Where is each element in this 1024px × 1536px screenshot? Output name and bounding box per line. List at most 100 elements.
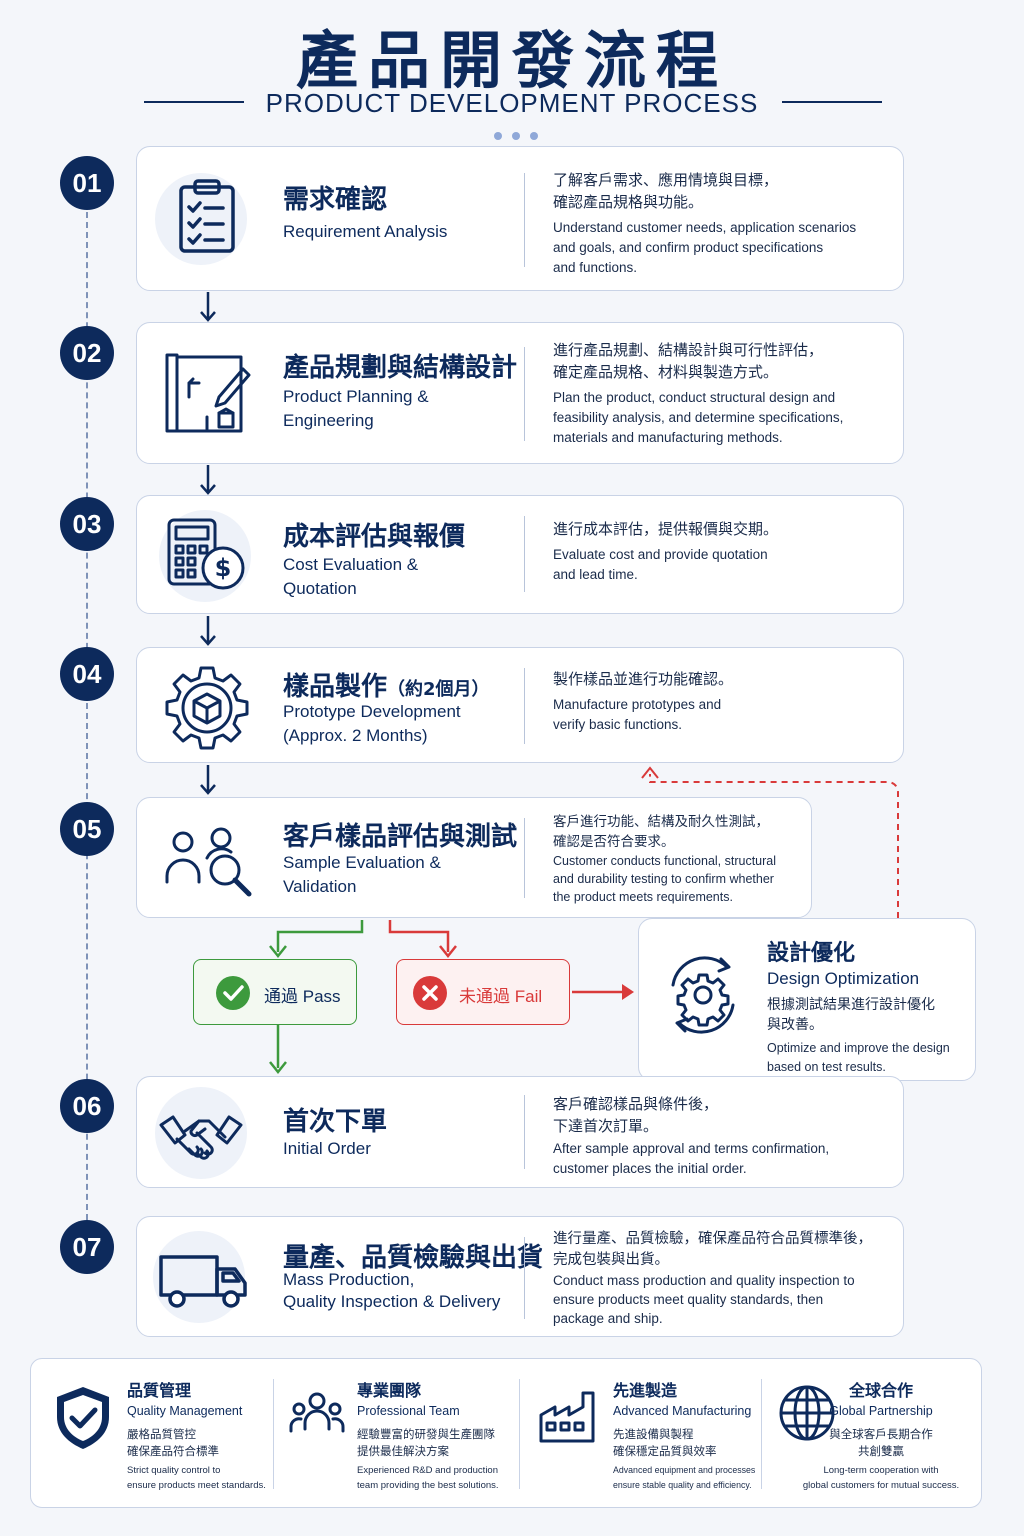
step-card-05: 客戶樣品評估與測試 Sample Evaluation & Validation… <box>136 797 812 918</box>
step-card-03: $ 成本評估與報價 Cost Evaluation & Quotation 進行… <box>136 495 904 614</box>
step-number-04: 04 <box>60 647 114 701</box>
step-number-07: 07 <box>60 1220 114 1274</box>
optimization-desc-cn: 根據測試結果進行設計優化 <box>767 997 935 1013</box>
feature-title-en: Quality Management <box>127 1404 243 1418</box>
step-title-cn: 首次下單 <box>283 1107 388 1137</box>
step-desc-en: verify basic functions. <box>553 717 683 732</box>
step-desc-cn: 客戶確認樣品與條件後， <box>553 1095 719 1113</box>
feature-desc-cn: 與全球客戶長期合作 <box>829 1427 933 1441</box>
step-title-cn: 量產、品質檢驗與出貨 <box>283 1243 544 1273</box>
feature-desc-en: Experienced R&D and production <box>357 1465 499 1476</box>
fail-label-cn: 未通過 <box>459 987 510 1006</box>
step-divider <box>524 173 525 267</box>
step-desc-cn: 客戶進行功能、結構及耐久性測試， <box>553 814 769 830</box>
pass-label-cn: 通過 <box>264 987 298 1006</box>
feature-desc-cn: 先進設備與製程 <box>613 1427 694 1441</box>
step-desc-cn: 進行產品規劃、結構設計與可行性評估， <box>553 341 824 359</box>
pass-label-en: Pass <box>302 987 341 1006</box>
step-desc-en: and lead time. <box>553 567 638 582</box>
feature-title-cn: 品質管理 <box>127 1381 192 1400</box>
feature-desc-cn: 確保穩定品質與效率 <box>613 1444 717 1458</box>
step-number-05: 05 <box>60 802 114 856</box>
optimization-desc-cn: 與改善。 <box>767 1017 823 1033</box>
flow-arrow-down <box>200 616 216 646</box>
step-desc-en: customer places the initial order. <box>553 1161 747 1176</box>
subtitle-rule-right <box>782 101 882 103</box>
step-title-en: (Approx. 2 Months) <box>283 726 428 745</box>
step-desc-en: Conduct mass production and quality insp… <box>553 1273 855 1288</box>
optimization-title-en: Design Optimization <box>767 969 920 988</box>
step-desc-en: ensure products meet quality standards, … <box>553 1292 824 1307</box>
feature-separator <box>519 1379 520 1489</box>
fail-label-en: Fail <box>514 987 543 1006</box>
optimization-desc-en: based on test results. <box>767 1060 886 1074</box>
step-title-cn-note: （約2個月） <box>387 679 490 700</box>
feature-desc-cn: 嚴格品質管控 <box>127 1427 196 1441</box>
step-desc-en: and durability testing to confirm whethe… <box>553 872 774 886</box>
step-desc-en: feasibility analysis, and determine spec… <box>553 410 844 425</box>
page-title: 產品開發流程 <box>295 24 728 97</box>
feature-desc-en: ensure products meet standards. <box>127 1480 266 1491</box>
step-desc-en: package and ship. <box>553 1311 663 1326</box>
timeline-line <box>86 212 88 1240</box>
step-title-cn: 需求確認 <box>283 185 388 215</box>
step-card-02: 產品規劃與結構設計 Product Planning & Engineering… <box>136 322 904 464</box>
factory-icon <box>537 1385 599 1445</box>
feature-desc-cn: 經驗豐富的研發與生產團隊 <box>357 1427 495 1441</box>
decorative-dots <box>494 125 550 140</box>
step-title-cn: 產品規劃與結構設計 <box>283 353 518 383</box>
feature-desc-en: team providing the best solutions. <box>357 1480 499 1491</box>
feature-desc-en: Long-term cooperation with <box>823 1465 939 1476</box>
step-card-06: 首次下單 Initial Order 客戶確認樣品與條件後， 下達首次訂單。 A… <box>136 1076 904 1188</box>
fail-box: 未通過 Fail <box>396 959 570 1025</box>
subtitle-rule-left <box>144 101 244 103</box>
feature-title-cn: 全球合作 <box>848 1381 913 1400</box>
step-desc-cn: 確認是否符合要求。 <box>553 834 675 850</box>
x-circle-icon <box>413 976 447 1010</box>
feature-separator <box>761 1379 762 1489</box>
step-card-01: 需求確認 Requirement Analysis 了解客戶需求、應用情境與目標… <box>136 146 904 291</box>
feature-separator <box>273 1379 274 1489</box>
step-title-cn: 樣品製作（約2個月） <box>283 666 490 703</box>
page-subtitle: PRODUCT DEVELOPMENT PROCESS <box>265 88 759 118</box>
step-desc-en: Evaluate cost and provide quotation <box>553 547 768 562</box>
calculator-dollar-icon: $ <box>159 510 251 602</box>
svg-text:$: $ <box>215 554 232 582</box>
gear-cube-icon <box>161 662 253 754</box>
features-panel: 品質管理 Quality Management 嚴格品質管控 確保產品符合標準 … <box>30 1358 982 1508</box>
step-desc-cn: 了解客戶需求、應用情境與目標， <box>553 171 779 189</box>
people-magnifier-icon <box>163 812 255 904</box>
feature-desc-en: ensure stable quality and efficiency. <box>613 1480 752 1490</box>
step-number-03: 03 <box>60 497 114 551</box>
step-desc-cn: 進行成本評估，提供報價與交期。 <box>553 520 779 538</box>
feature-desc-en: global customers for mutual success. <box>802 1480 960 1491</box>
step-title-cn: 客戶樣品評估與測試 <box>283 822 518 852</box>
feature-title-cn: 專業團隊 <box>357 1381 422 1400</box>
step-desc-en: Understand customer needs, application s… <box>553 220 857 235</box>
feature-desc-cn: 提供最佳解決方案 <box>357 1444 449 1458</box>
step-desc-en: After sample approval and terms confirma… <box>553 1141 830 1156</box>
feature-title-cn: 先進製造 <box>613 1381 678 1400</box>
step-desc-en: Manufacture prototypes and <box>553 697 722 712</box>
step-divider <box>524 668 525 744</box>
step-desc-en: materials and manufacturing methods. <box>553 430 783 445</box>
step-desc-cn: 下達首次訂單。 <box>553 1117 659 1135</box>
step-title-cn: 成本評估與報價 <box>283 522 466 552</box>
step-title-cn-main: 樣品製作 <box>283 672 388 702</box>
step-title-en: Quotation <box>283 579 357 598</box>
step-divider <box>524 818 525 898</box>
step-title-en: Sample Evaluation & <box>283 853 441 872</box>
step-desc-en: the product meets requirements. <box>553 890 733 904</box>
step-title-en: Engineering <box>283 411 374 430</box>
shield-check-icon <box>53 1385 113 1451</box>
blueprint-pencil-icon <box>159 347 251 439</box>
step-title-en: Cost Evaluation & <box>283 555 419 574</box>
step-number-06: 06 <box>60 1079 114 1133</box>
step-divider <box>524 516 525 592</box>
step-desc-en: and goals, and confirm product specifica… <box>553 240 824 255</box>
step-desc-en: Plan the product, conduct structural des… <box>553 390 836 405</box>
globe-icon <box>777 1383 837 1443</box>
flow-arrow-down <box>200 465 216 495</box>
feature-title-en: Advanced Manufacturing <box>613 1404 752 1418</box>
